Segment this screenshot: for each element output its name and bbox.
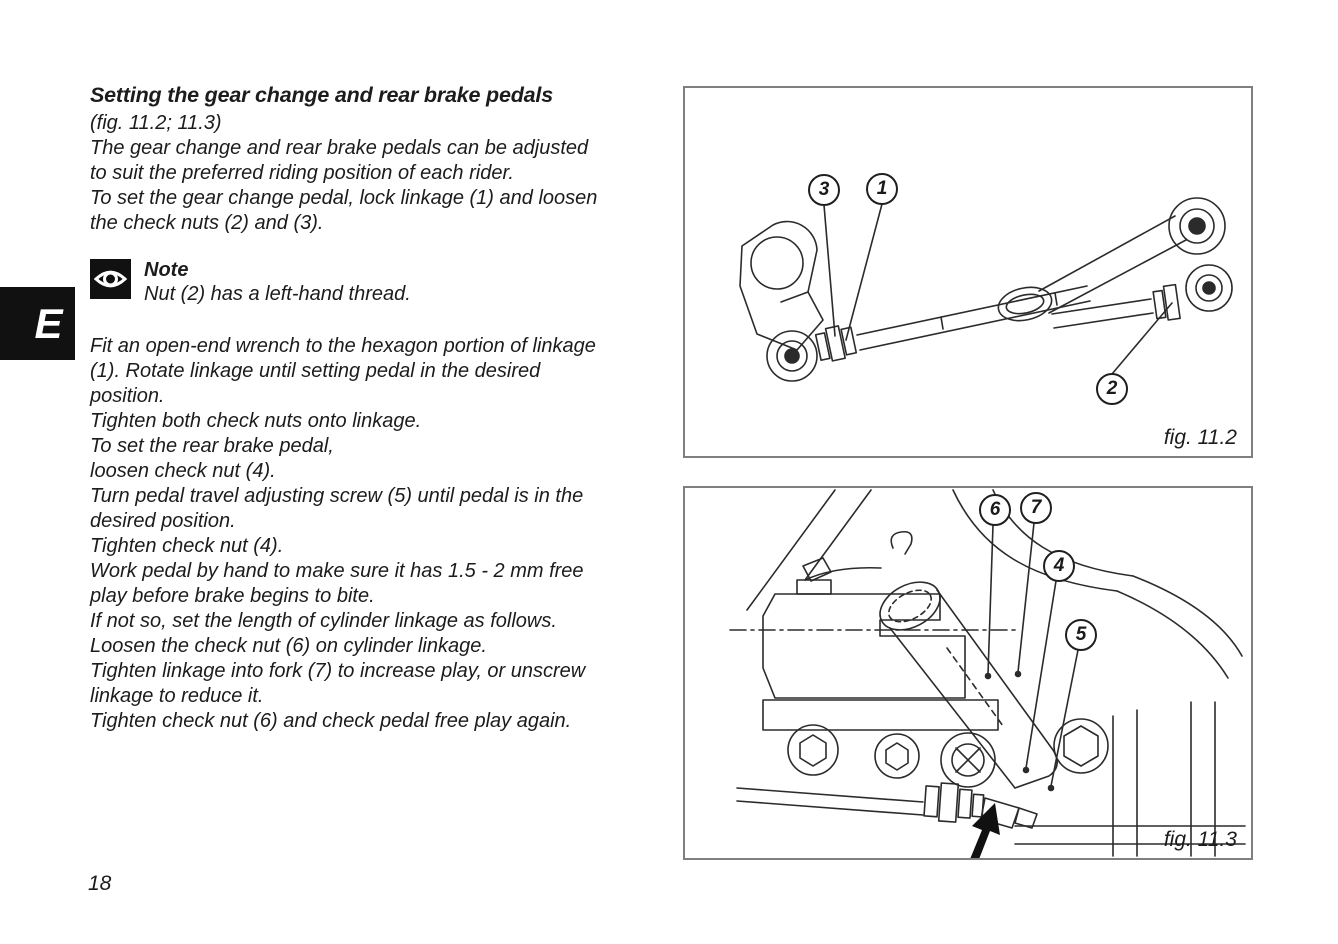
callout-3: 3 xyxy=(808,174,840,206)
intro-line: the check nuts (2) and (3). xyxy=(90,212,324,234)
intro-line: The gear change and rear brake pedals ca… xyxy=(90,137,589,159)
note-text: Nut (2) has a left-hand thread. xyxy=(144,283,411,305)
figure-caption: fig. 11.3 xyxy=(1163,828,1237,851)
body-line: (1). Rotate linkage until setting pedal … xyxy=(90,360,541,382)
callout-4: 4 xyxy=(1043,550,1075,582)
callout-5: 5 xyxy=(1065,619,1097,651)
brake-pedal-drawing xyxy=(729,489,1246,858)
article: Setting the gear change and rear brake p… xyxy=(90,83,665,734)
body-line: Loosen the check nut (6) on cylinder lin… xyxy=(90,635,487,657)
body-line: Tighten check nut (6) and check pedal fr… xyxy=(90,710,572,732)
article-heading: Setting the gear change and rear brake p… xyxy=(90,83,553,107)
page-number: 18 xyxy=(88,872,112,895)
body-line: loosen check nut (4). xyxy=(90,460,276,482)
body-line: To set the rear brake pedal, xyxy=(90,435,334,457)
body-line: position. xyxy=(90,385,165,407)
figure-11-2: 3 1 2 fig. 11.2 xyxy=(683,86,1253,458)
note-texts: Note Nut (2) has a left-hand thread. xyxy=(144,259,411,309)
body-line: Fit an open-end wrench to the hexagon po… xyxy=(90,335,596,357)
callout-7: 7 xyxy=(1020,492,1052,524)
eye-icon xyxy=(90,259,131,299)
callout-6: 6 xyxy=(979,494,1011,526)
body-line: Work pedal by hand to make sure it has 1… xyxy=(90,560,584,582)
intro-line: to suit the preferred riding position of… xyxy=(90,162,514,184)
intro-line: To set the gear change pedal, lock linka… xyxy=(90,187,598,209)
callout-2: 2 xyxy=(1096,373,1128,405)
body-line: If not so, set the length of cylinder li… xyxy=(90,610,557,632)
figure-caption: fig. 11.2 xyxy=(1163,426,1237,449)
body-line: Tighten both check nuts onto linkage. xyxy=(90,410,422,432)
body-line: play before brake begins to bite. xyxy=(90,585,375,607)
note-label: Note xyxy=(144,259,189,281)
callout-1: 1 xyxy=(866,173,898,205)
body-line: linkage to reduce it. xyxy=(90,685,264,707)
note-block: Note Nut (2) has a left-hand thread. xyxy=(90,259,665,309)
body-line: desired position. xyxy=(90,510,236,532)
body-line: Tighten linkage into fork (7) to increas… xyxy=(90,660,586,682)
body-line: Tighten check nut (4). xyxy=(90,535,284,557)
gear-linkage-drawing xyxy=(739,197,1233,382)
pointer-arrow xyxy=(970,803,1000,858)
figure-11-3: 6 7 4 5 fig. 11.3 xyxy=(683,486,1253,860)
figure-reference: (fig. 11.2; 11.3) xyxy=(90,112,222,134)
section-tab-e: E xyxy=(0,287,75,360)
body-line: Turn pedal travel adjusting screw (5) un… xyxy=(90,485,584,507)
